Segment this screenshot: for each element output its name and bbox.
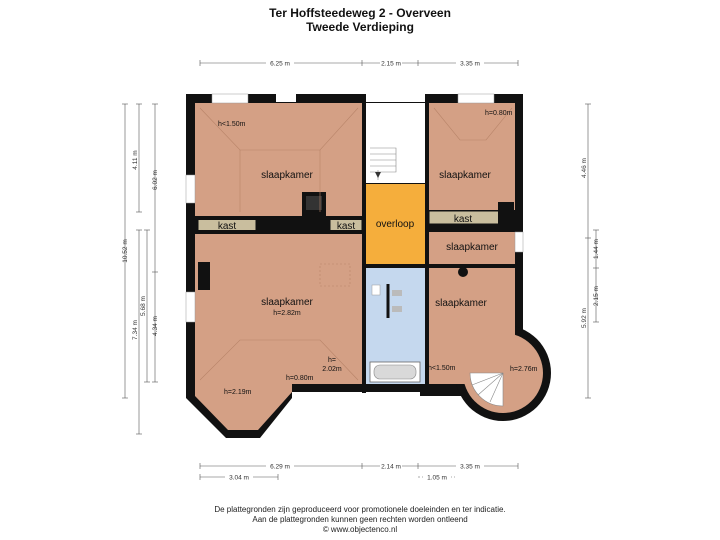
dim-bot-1: 6.29 m — [270, 464, 290, 471]
label-slaapkamer-mr: slaapkamer — [446, 242, 498, 253]
height-tr: h=0.80m — [485, 110, 513, 117]
dim-left-1: 4.11 m — [132, 150, 139, 169]
sink-2 — [392, 306, 402, 312]
label-slaapkamer-tr: slaapkamer — [439, 170, 491, 181]
dim-right-2: 1.44 m — [593, 239, 600, 259]
dim-right-4: 5.92 m — [581, 308, 588, 328]
page-subtitle: Tweede Verdieping — [306, 20, 414, 34]
height-tower: h=2.76m — [510, 366, 538, 373]
room-slaapkamer-tl — [195, 103, 362, 216]
footer-line-2: Aan de plattegronden kunnen geen rechten… — [252, 515, 468, 524]
room-slaapkamer-l — [195, 233, 362, 430]
height-tl: h<1.50m — [218, 121, 246, 128]
stairwell — [366, 103, 425, 183]
skylight — [319, 263, 351, 287]
dim-left-3: 10.52 m — [122, 239, 129, 263]
dim-right-1: 4.46 m — [581, 158, 588, 178]
dim-bot-2: 2.14 m — [381, 464, 401, 471]
stairs-lines — [370, 147, 397, 180]
dim-left-4: 7.34 m — [132, 320, 139, 340]
height-mid-1: h= — [328, 357, 336, 364]
page-title: Ter Hoffsteedeweg 2 - Overveen — [269, 6, 451, 20]
interior-walls — [186, 94, 519, 393]
column — [458, 267, 468, 277]
height-mid-2: 2.02m — [322, 366, 342, 373]
spiral-stair — [469, 372, 504, 407]
left-dimension-lines — [122, 103, 158, 435]
dim-top-3: 3.35 m — [460, 61, 480, 68]
bathtub-inner — [373, 364, 417, 380]
right-dimension-lines — [585, 103, 599, 399]
height-bl-080: h=0.80m — [286, 375, 314, 382]
height-br: h<1.50m — [428, 365, 456, 372]
dim-bot-3: 3.35 m — [460, 464, 480, 471]
label-slaapkamer-l: slaapkamer — [261, 297, 313, 308]
label-slaapkamer-br: slaapkamer — [435, 298, 487, 309]
dim-top-1: 6.25 m — [270, 61, 290, 68]
dim-left-6: 4.34 m — [152, 316, 159, 336]
label-kast-middle: kast — [337, 221, 356, 232]
dim-bot-4: 3.04 m — [229, 475, 249, 482]
stairs-arrow-icon — [375, 172, 381, 178]
sink-1 — [392, 290, 402, 296]
toilet — [371, 284, 381, 296]
dim-top-2: 2.15 m — [381, 61, 401, 68]
label-kast-left: kast — [218, 221, 237, 232]
windows — [185, 93, 524, 323]
dim-bot-5: 1.05 m — [427, 475, 447, 482]
dim-right-3: 2.15 m — [593, 286, 600, 306]
room-slaapkamer-mr — [429, 232, 515, 264]
height-bl-219: h=2.19m — [224, 389, 252, 396]
dim-left-2: 6.02 m — [152, 170, 159, 190]
height-l: h=2.82m — [273, 310, 301, 317]
room-slaapkamer-tr — [429, 103, 515, 210]
room-overloop — [366, 184, 425, 264]
dim-left-5: 5.68 m — [140, 296, 147, 316]
label-kast-right: kast — [454, 214, 473, 225]
chimney-top — [306, 196, 322, 210]
label-slaapkamer-tl: slaapkamer — [261, 170, 313, 181]
footer-line-1: De plattegronden zijn geproduceerd voor … — [214, 505, 506, 514]
footer-line-3: © www.objectenco.nl — [322, 525, 398, 534]
roof-slope-lines — [199, 107, 513, 381]
label-overloop: overloop — [376, 219, 415, 230]
